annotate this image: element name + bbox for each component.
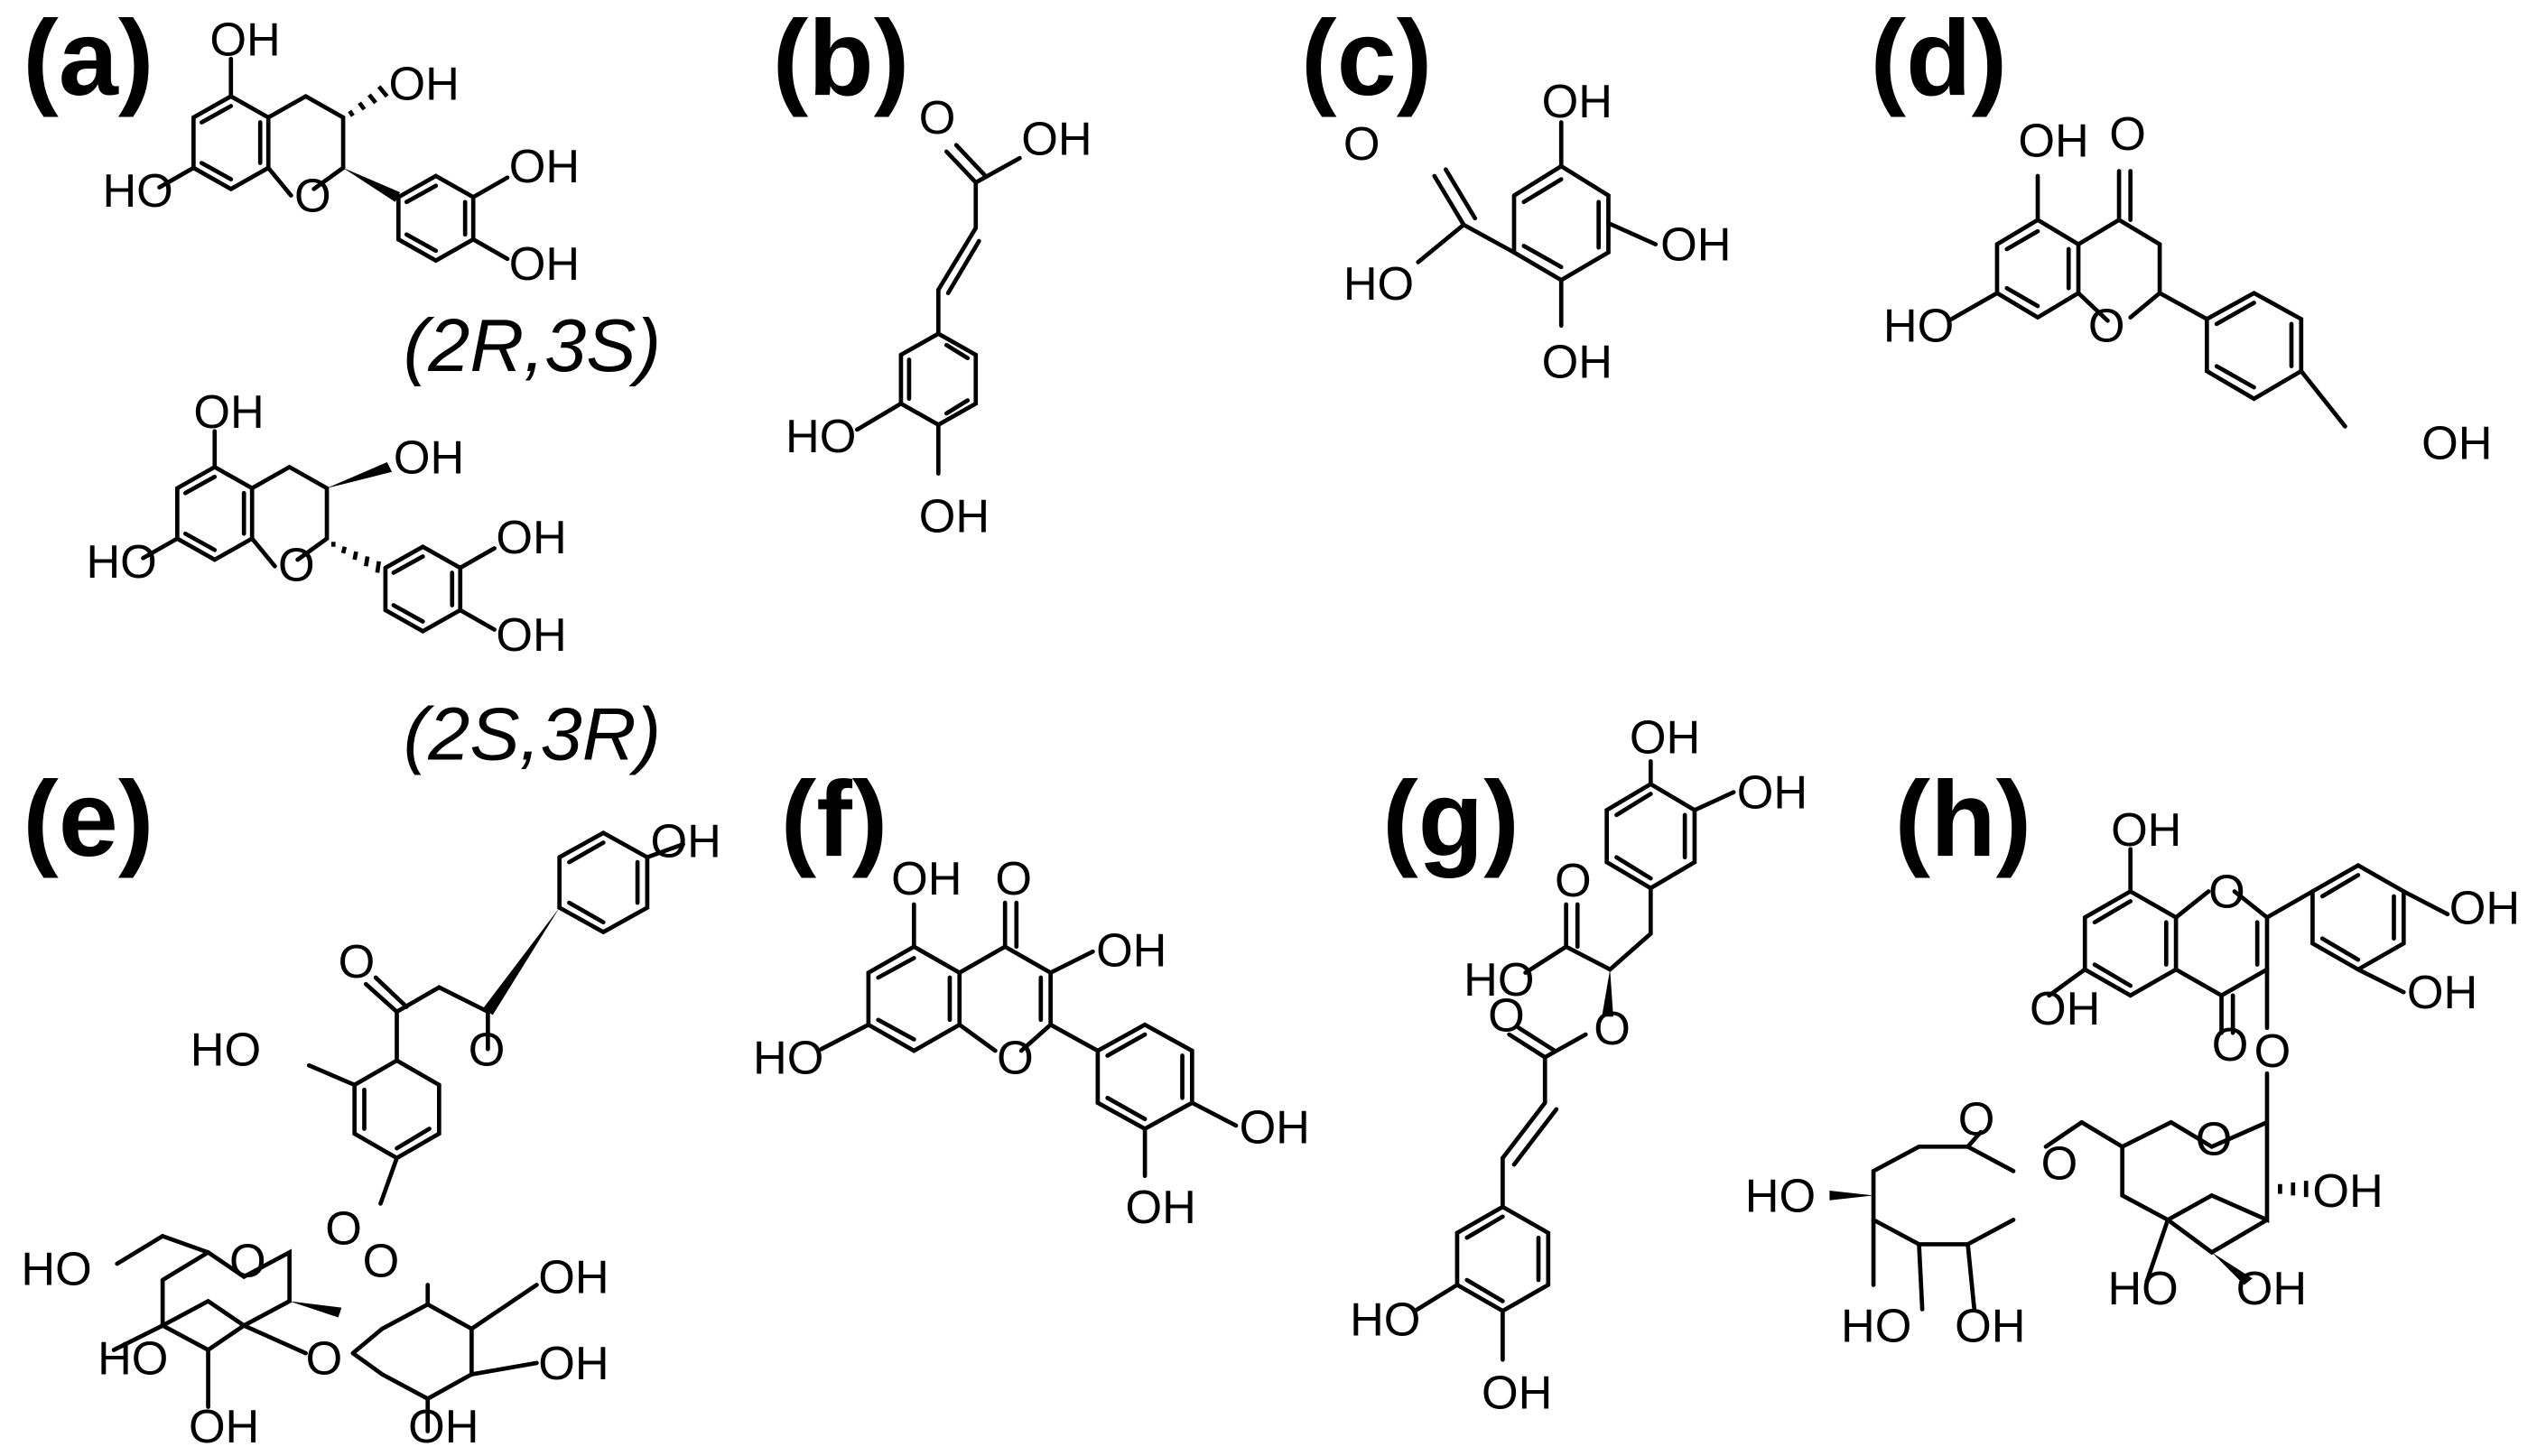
- atom-label: O: [1343, 118, 1380, 171]
- atom-label: HO: [21, 1243, 91, 1295]
- panel-label-c: (c): [1301, 0, 1432, 118]
- atom-label: OH: [496, 512, 566, 564]
- molecule-b: (b) O OH HO OH: [773, 0, 1092, 543]
- atom-label: OH: [2236, 1263, 2307, 1315]
- molecule-c: (c) O HO OH OH OH: [1301, 0, 1731, 388]
- atom-label: OH: [1542, 76, 1612, 128]
- atom-label: O: [919, 92, 956, 144]
- atom-label: OH: [209, 14, 280, 67]
- atom-label: O: [1594, 1003, 1631, 1055]
- atom-label: O: [2208, 867, 2245, 919]
- atom-label: O: [2196, 1113, 2233, 1165]
- atom-label: HO: [191, 1024, 261, 1076]
- molecule-a-2R3S: (a) OH HO OH O OH OH (2R,3S): [23, 0, 661, 387]
- atom-label: O: [294, 171, 331, 223]
- atom-label: O: [363, 1235, 400, 1287]
- atom-label: HO: [1464, 954, 1534, 1006]
- atom-label: OH: [2111, 804, 2181, 857]
- atom-label: O: [1555, 855, 1592, 907]
- atom-label: OH: [496, 609, 566, 662]
- atom-label: HO: [102, 165, 172, 218]
- atom-label: O: [2109, 108, 2146, 161]
- atom-label: OH: [1630, 711, 1700, 764]
- atom-label: OH: [408, 1401, 479, 1453]
- atom-label: OH: [394, 432, 464, 485]
- atom-label: O: [229, 1235, 266, 1287]
- atom-label: O: [1958, 1094, 1995, 1146]
- molecule-d: (d) O OH HO O OH: [1870, 0, 2492, 469]
- atom-label: OH: [189, 1401, 259, 1453]
- atom-label: HO: [86, 536, 156, 589]
- molecule-e: (e) OH O O HO O: [21, 759, 720, 1453]
- atom-label: OH: [2030, 983, 2100, 1035]
- atom-label: OH: [1096, 924, 1166, 977]
- atom-label: OH: [509, 238, 580, 291]
- atom-label: OH: [1021, 114, 1092, 166]
- stereo-label-2S3R: (2S,3R): [404, 692, 661, 776]
- atom-label: O: [997, 1032, 1034, 1084]
- atom-label: OH: [2407, 967, 2477, 1019]
- atom-label: HO: [98, 1333, 168, 1386]
- atom-label: O: [2254, 1025, 2291, 1078]
- atom-label: OH: [1542, 336, 1612, 388]
- atom-label: OH: [1125, 1182, 1195, 1234]
- atom-label: HO: [753, 1032, 823, 1084]
- panel-label-b: (b): [773, 0, 910, 118]
- atom-label: OH: [193, 386, 264, 439]
- atom-label: O: [325, 1202, 362, 1255]
- atom-label: OH: [1240, 1102, 1310, 1155]
- panel-label-h: (h): [1894, 759, 2031, 879]
- atom-label: HO: [1343, 258, 1414, 311]
- molecule-g: (g) OH OH O HO O O HO O: [1350, 711, 1807, 1419]
- panel-label-g: (g): [1382, 759, 1519, 879]
- atom-label: OH: [891, 853, 962, 905]
- atom-label: O: [278, 539, 315, 591]
- atom-label: OH: [509, 141, 580, 193]
- atom-label: O: [995, 853, 1032, 905]
- atom-label: OH: [2449, 883, 2520, 935]
- atom-label: O: [2212, 1019, 2249, 1071]
- atom-label: O: [339, 936, 376, 988]
- panel-label-f: (f): [781, 759, 888, 879]
- atom-label: OH: [2421, 417, 2492, 469]
- atom-label: O: [2088, 301, 2125, 353]
- atom-label: OH: [2312, 1165, 2383, 1218]
- atom-label: HO: [1350, 1294, 1420, 1346]
- panel-label-d: (d): [1870, 0, 2007, 118]
- atom-label: OH: [538, 1338, 609, 1390]
- atom-label: HO: [1841, 1300, 1911, 1352]
- atom-label: OH: [389, 58, 460, 110]
- panel-label-a: (a): [23, 0, 153, 118]
- molecule-a-2S3R: OH HO OH O OH OH (2S,3R): [86, 386, 661, 775]
- atom-label: HO: [1883, 301, 1954, 353]
- atom-label: HO: [2107, 1263, 2178, 1315]
- atom-label: OH: [1737, 767, 1807, 820]
- atom-label: OH: [1955, 1300, 2025, 1352]
- atom-label: O: [469, 1024, 506, 1076]
- atom-label: OH: [2018, 115, 2088, 167]
- molecule-f: (f) OH O OH HO O OH OH: [753, 759, 1310, 1234]
- atom-label: HO: [1745, 1170, 1816, 1222]
- stereo-label-2R3S: (2R,3S): [404, 303, 661, 387]
- atom-label: HO: [785, 411, 856, 463]
- atom-label: OH: [1660, 219, 1731, 272]
- atom-label: OH: [919, 490, 990, 543]
- atom-label: OH: [651, 816, 721, 868]
- atom-label: O: [2041, 1137, 2078, 1190]
- atom-label: OH: [1482, 1367, 1552, 1419]
- molecule-h: (h) OH: [1745, 759, 2520, 1353]
- atom-label: O: [306, 1333, 343, 1386]
- atom-label: O: [1488, 989, 1525, 1042]
- panel-label-e: (e): [23, 759, 153, 879]
- atom-label: OH: [538, 1251, 609, 1303]
